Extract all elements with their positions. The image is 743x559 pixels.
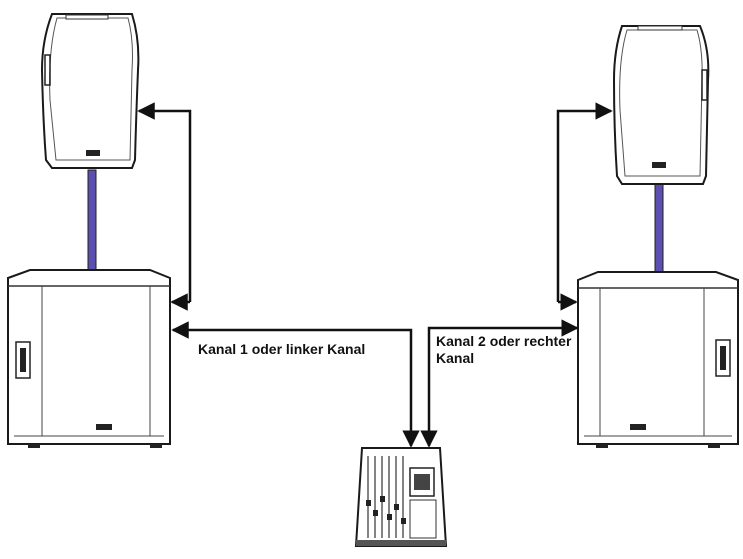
- label-channel-left: Kanal 1 oder linker Kanal: [198, 341, 366, 357]
- right-channel-cable: [420, 319, 579, 448]
- right-speaker-stack: [577, 25, 739, 448]
- right-subwoofer-icon: [577, 271, 739, 448]
- label-channel-right-line2: Kanal: [436, 350, 475, 366]
- label-channel-right: Kanal 2 oder rechter Kanal: [436, 333, 571, 367]
- mixer-icon: [354, 447, 448, 547]
- right-top-speaker-icon: [612, 25, 710, 185]
- left-link-cable-top: [137, 102, 192, 302]
- left-channel-cable: [171, 321, 420, 448]
- label-channel-right-line1: Kanal 2 oder rechter: [436, 333, 572, 349]
- left-speaker-stack: [7, 13, 171, 448]
- left-top-speaker-icon: [40, 13, 140, 169]
- right-speaker-pole: [654, 183, 664, 279]
- left-subwoofer-icon: [7, 269, 171, 448]
- right-cable-group: [420, 102, 613, 448]
- right-link-cable-top: [556, 102, 613, 302]
- left-speaker-pole: [87, 169, 97, 276]
- left-cable-group: [137, 102, 420, 448]
